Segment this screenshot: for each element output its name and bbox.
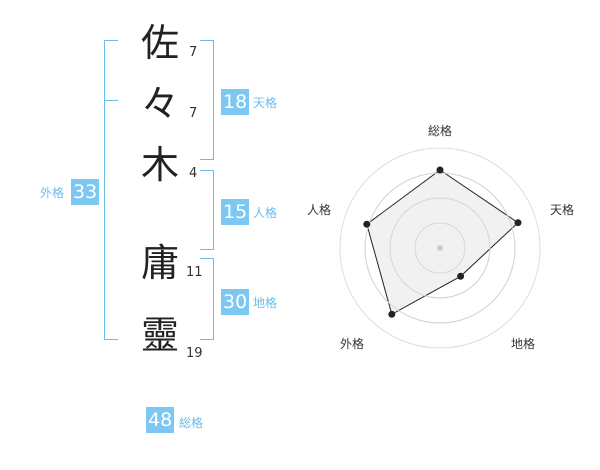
chikaku-score-badge: 30 [221,289,250,315]
stroke-count-3: 4 [189,166,198,181]
gaikaku-label: 外格 [40,186,65,200]
radar-point-2 [514,219,522,227]
radar-axis-label-chikaku: 地格 [511,337,536,351]
stroke-count-5: 19 [186,346,203,361]
chikaku-label: 地格 [253,296,278,310]
radar-point-1 [436,166,444,174]
radar-axis-label-jinkaku: 人格 [307,203,332,217]
radar-data-polygon [366,169,519,316]
name-char-2: 々 [140,82,179,126]
radar-center-dot [437,245,443,251]
radar-point-4 [388,310,396,318]
stroke-count-4: 11 [186,265,203,280]
tenkaku-bracket [200,40,214,160]
name-char-1: 佐 [140,21,179,65]
radar-axis-label-tenkaku: 天格 [550,203,575,217]
tenkaku-score-badge: 18 [221,89,250,115]
soukaku-label: 総格 [179,416,204,430]
gaikaku-score-badge: 33 [71,179,100,205]
stroke-count-2: 7 [189,106,198,121]
radar-point-5 [363,220,371,228]
radar-ring-overlay-1 [414,222,466,274]
jinkaku-bracket [200,170,214,250]
gaikaku-bracket [104,40,118,340]
name-char-5: 靈 [140,313,179,357]
tenkaku-label: 天格 [253,96,278,110]
radar-ring-overlay-2 [389,197,491,299]
name-char-3: 木 [140,143,179,187]
soukaku-score-badge: 48 [146,407,175,433]
radar-axis-label-soukaku: 総格 [428,124,453,138]
name-char-4: 庸 [140,241,179,285]
stroke-count-1: 7 [189,45,198,60]
gaikaku-bracket-tick [104,100,118,101]
jinkaku-score-badge: 15 [221,199,250,225]
radar-axis-label-gaikaku: 外格 [340,337,365,351]
radar-point-3 [457,272,465,280]
jinkaku-label: 人格 [253,206,278,220]
chikaku-bracket [200,258,214,340]
